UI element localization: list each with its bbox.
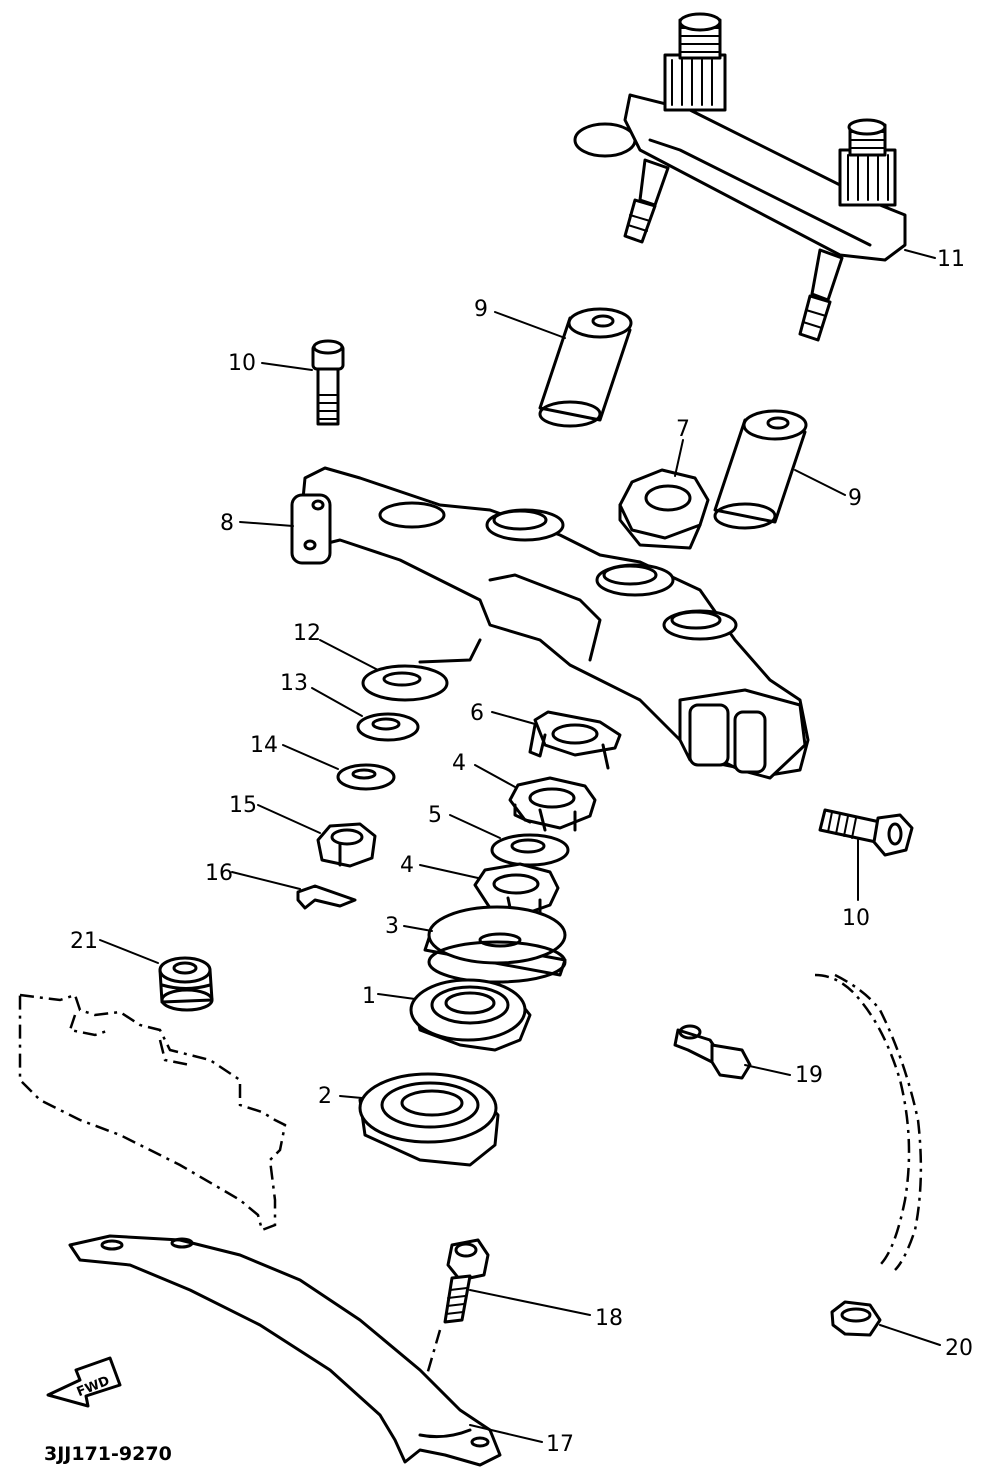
part-9-damper-lower	[713, 409, 846, 530]
callout-5: 5	[428, 803, 442, 828]
callout-10: 10	[228, 351, 256, 376]
callout-4: 4	[452, 751, 466, 776]
callout-2: 2	[318, 1084, 332, 1109]
part-18-bolt	[406, 1238, 591, 1441]
part-10-bolt-lower	[818, 808, 914, 901]
forward-direction-arrow: FWD	[46, 1356, 122, 1408]
part-9-damper-upper	[494, 307, 633, 428]
part-3-dust-seal	[403, 905, 567, 984]
part-16-cotter-pin	[231, 871, 357, 910]
callout-16: 16	[205, 861, 233, 886]
part-14-washer	[282, 744, 396, 791]
part-8-lower-bracket	[239, 466, 810, 780]
callout-14: 14	[250, 733, 278, 758]
callout-13: 13	[280, 671, 308, 696]
part-15-nut	[257, 804, 377, 868]
callout-4: 4	[400, 853, 414, 878]
part-5-washer	[449, 814, 570, 867]
callout-9: 9	[848, 486, 862, 511]
part-21-grommet	[99, 939, 214, 1012]
part-6-lock-washer	[491, 710, 622, 770]
part-13-washer	[311, 687, 420, 742]
part-4-ring-nut-upper	[474, 764, 597, 832]
callout-18: 18	[595, 1306, 623, 1331]
callout-10: 10	[842, 906, 870, 931]
part-1-bearing	[377, 978, 532, 1052]
callout-1: 1	[362, 984, 376, 1009]
callout-20: 20	[945, 1336, 973, 1361]
part-10-bolt-upper	[261, 339, 345, 426]
callout-labels: 11 9 10 7 9 8 12 13 6 14 4 15 5 16 4 10 …	[70, 247, 973, 1457]
callout-7: 7	[676, 417, 690, 442]
part-2-bearing	[339, 1072, 500, 1167]
callout-12: 12	[293, 621, 321, 646]
part-20-grommet	[830, 1300, 941, 1346]
part-7-nut	[618, 439, 710, 550]
callout-3: 3	[385, 914, 399, 939]
part-17-cover	[68, 1234, 543, 1467]
callout-9: 9	[474, 297, 488, 322]
frame-phantom-outline	[18, 993, 287, 1232]
callout-6: 6	[470, 701, 484, 726]
callout-15: 15	[229, 793, 257, 818]
callout-17: 17	[546, 1432, 574, 1457]
cable-phantom	[814, 973, 923, 1271]
part-11-upper-bracket	[573, 12, 936, 342]
callout-19: 19	[795, 1063, 823, 1088]
part-19-bolt	[673, 1024, 791, 1080]
callout-21: 21	[70, 929, 98, 954]
diagram-code: 3JJ171-9270	[44, 1443, 172, 1465]
callout-8: 8	[220, 511, 234, 536]
part-12-washer	[319, 639, 449, 702]
callout-11: 11	[937, 247, 965, 272]
